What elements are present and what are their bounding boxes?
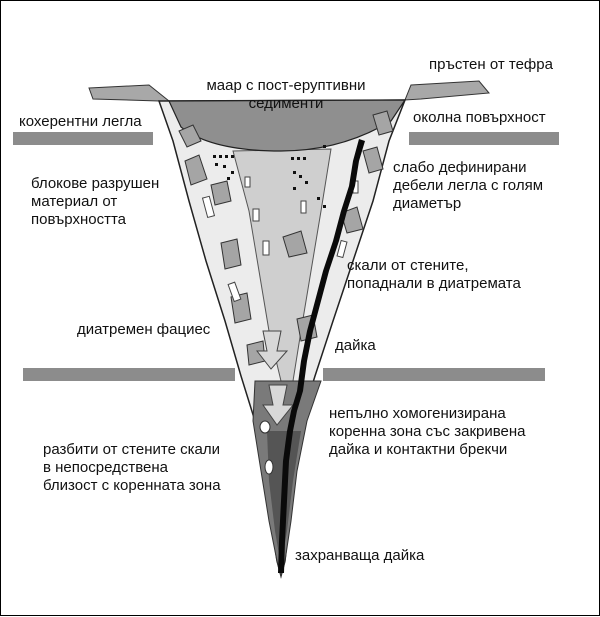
feeder-dike-label: захранваща дайка [295,547,425,564]
layer-bar-lower-left [23,368,235,381]
broken-wall-rocks-label: разбити от стените скали в непосредствен… [43,441,221,494]
tephra-ring-left [88,84,171,102]
surrounding-surface-label: околна повърхност [413,109,546,126]
tephra-ring-right [404,80,490,101]
pale-clasts [201,176,359,303]
layer-bar-upper-right [409,132,559,145]
diatreme-facies-label: диатремен фациес [77,321,211,338]
dot-clusters [213,145,326,208]
dike-label: дайка [335,337,376,354]
wall-rocks-in-diatreme-label: скали от стените, попаднали в диатремата [347,257,521,292]
wall-fragments-root [259,420,274,475]
block-destroyed-material-label: блокове разрушен материал от повърхностт… [31,175,160,228]
root-zone-label: непълно хомогенизирана коренна зона със … [329,405,526,458]
coherent-beds-label: кохерентни легла [19,113,142,130]
wall-rock-blocks [178,110,394,366]
maar-sediments-label: маар с пост-еруптивни седименти [206,77,366,112]
layer-bar-lower-right [323,368,545,381]
poorly-defined-beds-label: слабо дефинирани дебели легла с голям ди… [393,159,543,212]
layer-bar-upper-left [13,132,153,145]
tephra-ring-label: пръстен от тефра [429,56,553,73]
flow-arrows [255,330,295,426]
